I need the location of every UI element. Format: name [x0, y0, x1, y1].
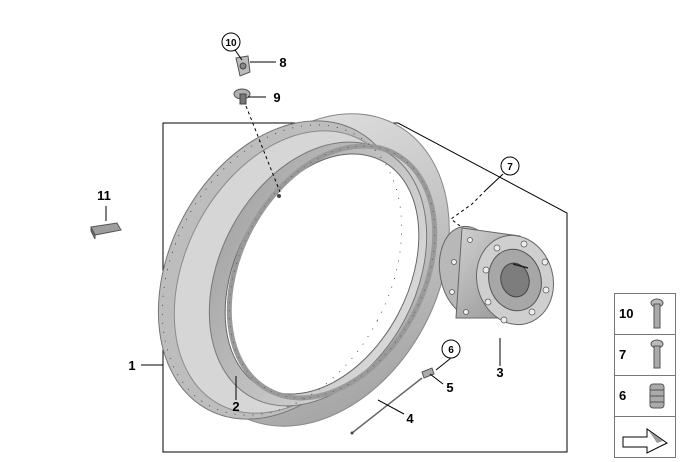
- legend-footer: [614, 416, 676, 458]
- legend-label-6: 6: [619, 388, 627, 403]
- callout-4: 4: [406, 411, 414, 426]
- callout-6: 6: [448, 345, 454, 356]
- bolt-icon: [650, 298, 664, 329]
- callout-3: 3: [496, 365, 503, 380]
- callout-6-circle: [441, 339, 461, 359]
- callout-11: 11: [97, 188, 111, 203]
- rim-drawing: [157, 113, 450, 427]
- callout-1: 1: [128, 358, 135, 373]
- callout-9: 9: [273, 90, 280, 105]
- legend-item-10: 10: [614, 293, 676, 335]
- threaded-sleeve-icon: [649, 383, 665, 409]
- parts-arrow-icon: [622, 428, 668, 454]
- callout-7-circle: [500, 156, 520, 176]
- hub-drawing: [438, 225, 555, 326]
- balance-weight-drawing: [90, 222, 122, 240]
- callout-7: 7: [507, 162, 513, 173]
- legend-label-7: 7: [619, 347, 627, 362]
- callout-8: 8: [279, 55, 286, 70]
- callout-2: 2: [232, 399, 239, 414]
- valve-bracket-drawing: [235, 55, 251, 77]
- legend-item-6: 6: [614, 375, 676, 417]
- callout-10: 10: [225, 38, 237, 49]
- callout-10-circle: [221, 32, 241, 52]
- spoke-drawing: [350, 367, 435, 435]
- legend-label-10: 10: [619, 306, 634, 321]
- callout-5: 5: [446, 380, 453, 395]
- legend-item-7: 7: [614, 334, 676, 376]
- tire-valve-drawing: [233, 88, 251, 105]
- screw-icon: [650, 339, 664, 369]
